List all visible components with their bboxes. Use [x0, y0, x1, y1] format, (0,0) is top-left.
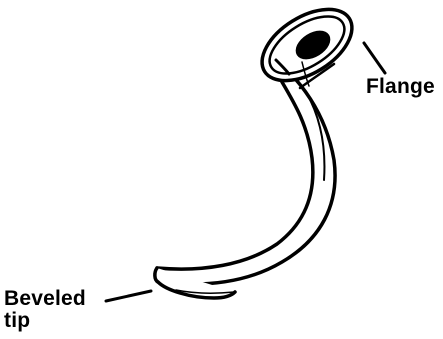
airway-tube — [157, 72, 335, 284]
tip-leader-line — [106, 291, 151, 301]
tip-label-line2: tip — [4, 310, 94, 332]
flange-label: Flange — [366, 76, 435, 98]
tip-label-line1: Beveled — [4, 288, 94, 310]
flange-leader-line — [364, 43, 385, 73]
beveled-tip-label: Beveled tip — [4, 288, 94, 332]
